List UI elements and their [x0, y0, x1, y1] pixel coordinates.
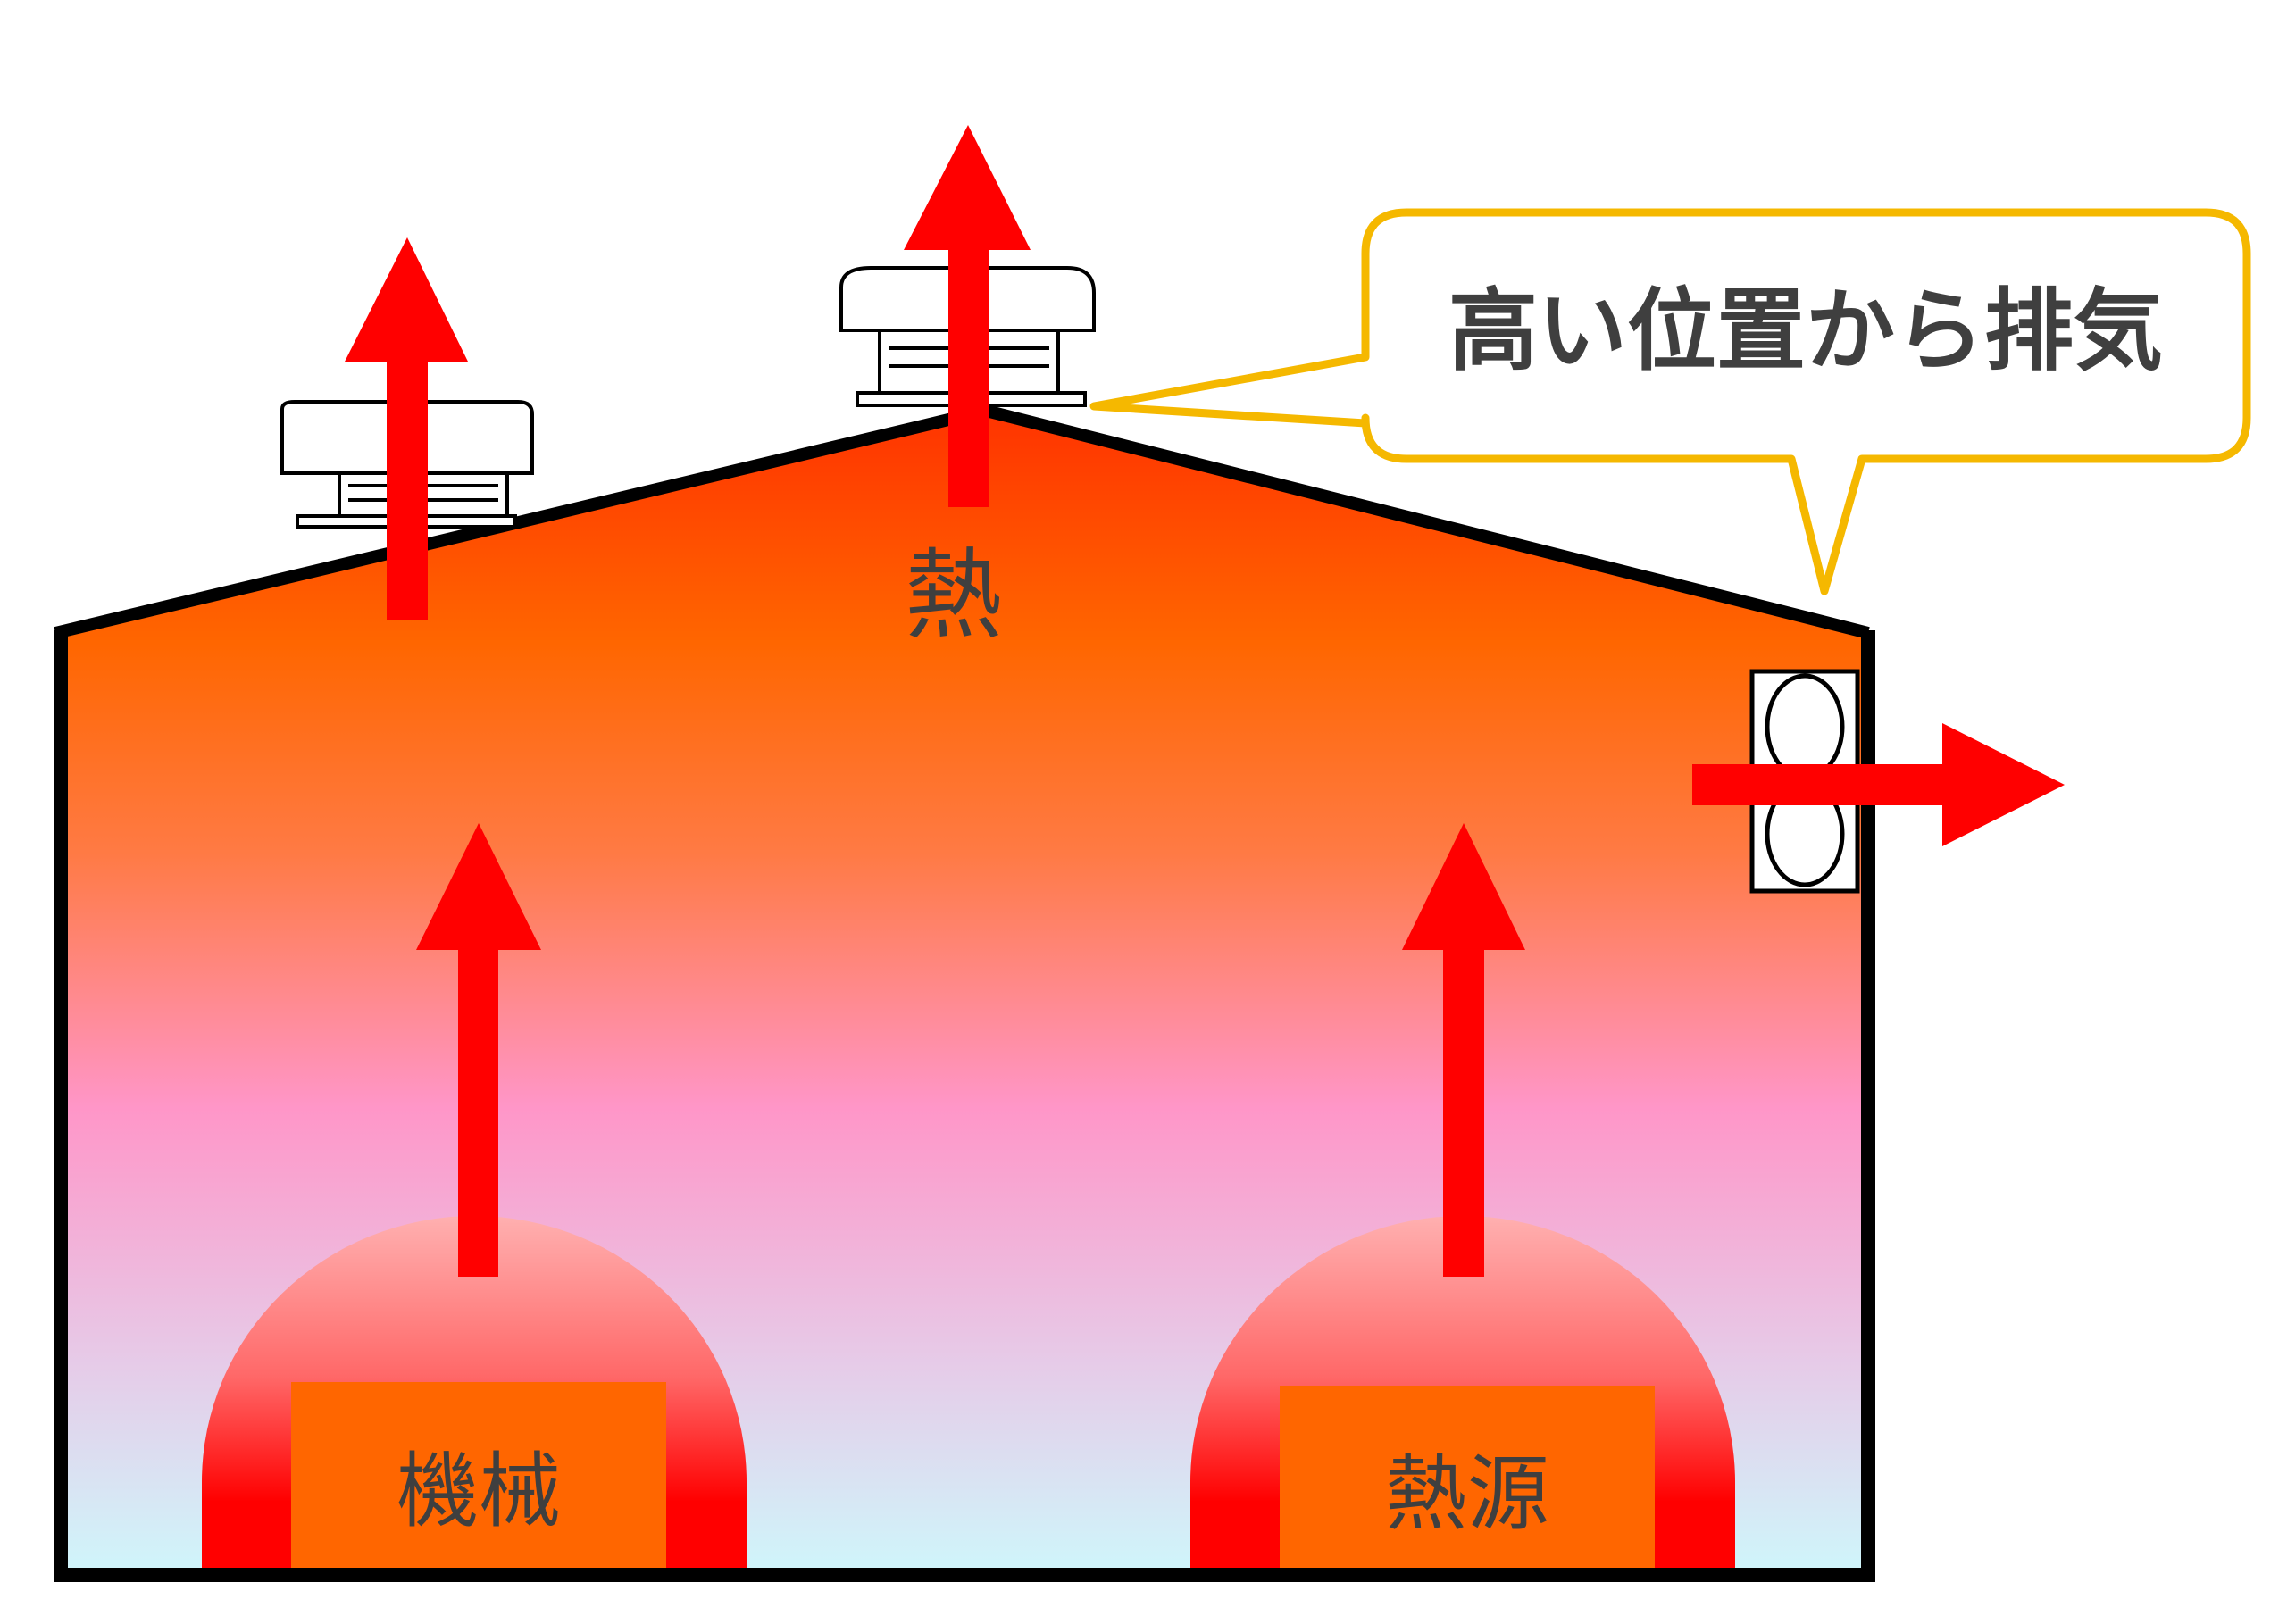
up-arrow-icon [345, 237, 468, 620]
heat-source-label: 熱源 [1385, 1446, 1549, 1542]
callout-text: 高い位置から排気 [1448, 279, 2163, 383]
right-arrow-icon [1692, 723, 2065, 846]
machine-label: 機械 [396, 1444, 561, 1539]
up-arrow-icon [1402, 823, 1525, 1277]
up-arrow-icon [904, 125, 1031, 507]
heat-source-box [1280, 1386, 1655, 1573]
up-arrow-icon [416, 823, 541, 1277]
callout-bubble [1089, 208, 2251, 595]
heat-label: 熱 [905, 538, 1003, 653]
machine-box [291, 1382, 666, 1573]
